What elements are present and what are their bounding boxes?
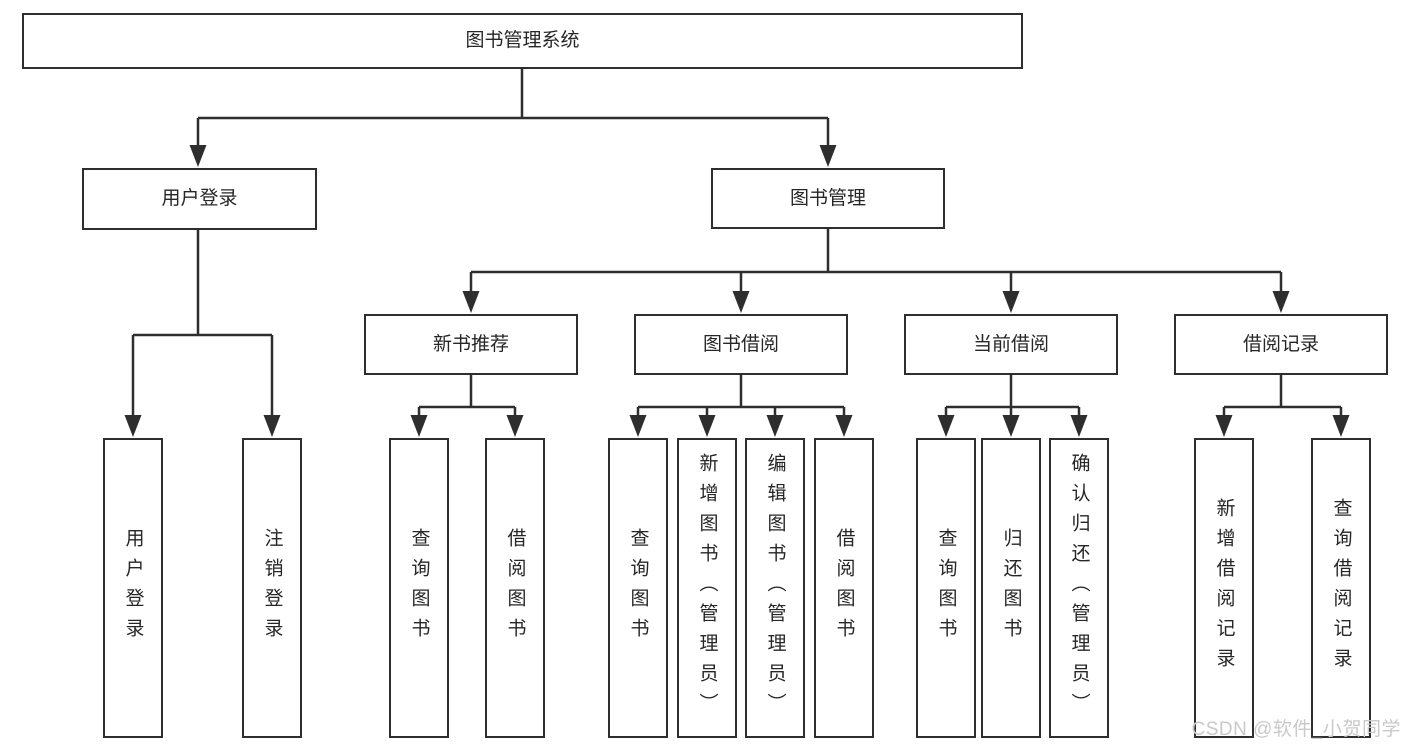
node-root-library-system: 图书管理系统 xyxy=(22,13,1023,69)
node-user-login: 用户登录 xyxy=(82,168,317,230)
node-borrowing-records: 借阅记录 xyxy=(1174,314,1388,375)
node-book-borrowing: 图书借阅 xyxy=(634,314,848,375)
leaf-borrow-books-recommend: 借阅图书 xyxy=(485,438,545,738)
leaf-query-books-current: 查询图书 xyxy=(916,438,976,738)
leaf-add-book-admin: 新增图书（管理员） xyxy=(677,438,737,738)
node-current-borrowing: 当前借阅 xyxy=(904,314,1118,375)
leaf-user-login: 用户登录 xyxy=(103,438,163,738)
arrowheads xyxy=(124,145,1350,437)
leaf-query-borrow-record: 查询借阅记录 xyxy=(1311,438,1371,738)
node-new-book-recommend: 新书推荐 xyxy=(364,314,578,375)
leaf-query-books-borrowing: 查询图书 xyxy=(608,438,668,738)
leaf-return-book: 归还图书 xyxy=(981,438,1041,738)
csdn-watermark: CSDN @软件_小贺同学 xyxy=(1191,719,1401,740)
leaf-query-books-recommend: 查询图书 xyxy=(389,438,449,738)
leaf-add-borrow-record: 新增借阅记录 xyxy=(1194,438,1254,738)
leaf-edit-book-admin: 编辑图书（管理员） xyxy=(745,438,805,738)
leaf-confirm-return-admin: 确认归还（管理员） xyxy=(1049,438,1109,738)
node-book-management: 图书管理 xyxy=(711,168,945,229)
leaf-borrow-books: 借阅图书 xyxy=(814,438,874,738)
leaf-logout: 注销登录 xyxy=(242,438,302,738)
